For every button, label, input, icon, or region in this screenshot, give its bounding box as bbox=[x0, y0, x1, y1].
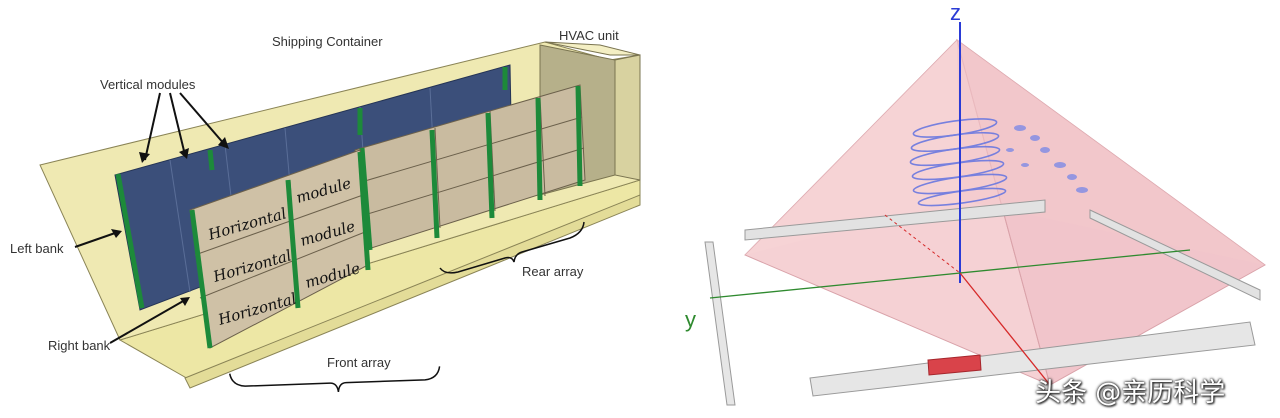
front-array-brace bbox=[228, 366, 441, 393]
scan-cluster-trail bbox=[1006, 125, 1088, 193]
x-axis-line bbox=[959, 272, 1051, 386]
left-bank-frame bbox=[115, 67, 508, 309]
callout-arrows bbox=[74, 92, 226, 344]
x-axis-back-line bbox=[884, 214, 961, 274]
detector-bar-top bbox=[744, 199, 1046, 241]
y-axis-line bbox=[709, 249, 1191, 299]
container-front-lip bbox=[184, 194, 641, 389]
detector-bar-left bbox=[704, 241, 736, 406]
rear-array-brace bbox=[439, 221, 585, 274]
z-axis-label: z bbox=[950, 0, 961, 25]
detector-bar-bottom bbox=[809, 321, 1256, 397]
container-diagram: Horizontal module Horizontal module Hori… bbox=[10, 28, 641, 393]
front-array-frame bbox=[189, 151, 371, 349]
label-left-bank: Left bank bbox=[10, 241, 64, 256]
label-rear-array: Rear array bbox=[522, 264, 584, 279]
label-vertical-modules: Vertical modules bbox=[100, 77, 196, 92]
container-svg: Horizontal module Horizontal module Hori… bbox=[10, 28, 641, 393]
detector-bar-right bbox=[1089, 209, 1261, 301]
pyramid-face-back-left bbox=[745, 40, 960, 255]
label-right-bank: Right bank bbox=[48, 338, 111, 353]
pyramid-diagram: z y bbox=[650, 0, 1280, 418]
scan-cluster-main bbox=[909, 118, 1008, 207]
pyramid-svg: z y bbox=[685, 0, 1266, 406]
title-shipping-container: Shipping Container bbox=[272, 34, 383, 49]
y-axis-label: y bbox=[685, 307, 696, 332]
watermark: 头条 @亲历科学 bbox=[1035, 378, 1226, 408]
detector-highlight bbox=[927, 354, 982, 376]
hvac-unit-side bbox=[614, 54, 641, 181]
hvac-unit-top bbox=[544, 41, 641, 56]
label-front-array: Front array bbox=[327, 355, 391, 370]
arrow-heads bbox=[111, 137, 229, 306]
label-hvac-unit: HVAC unit bbox=[559, 28, 619, 43]
